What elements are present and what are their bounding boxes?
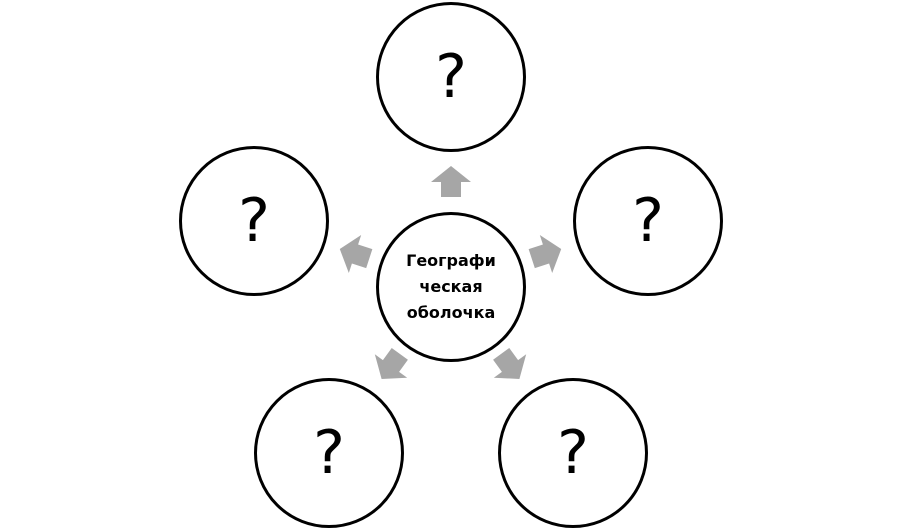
arrow-to-left bbox=[339, 234, 373, 274]
center-label-line: Географи bbox=[406, 251, 496, 270]
center-label-line: ческая bbox=[419, 277, 483, 296]
node-bottom-right: ? bbox=[498, 378, 648, 528]
center-label: Географи ческая оболочка bbox=[406, 248, 496, 326]
arrow-to-bottom-left bbox=[374, 347, 408, 379]
center-label-line: оболочка bbox=[406, 303, 496, 322]
question-mark: ? bbox=[632, 186, 664, 256]
center-node: Географи ческая оболочка bbox=[376, 212, 526, 362]
node-right: ? bbox=[573, 146, 723, 296]
node-bottom-left: ? bbox=[254, 378, 404, 528]
question-mark: ? bbox=[435, 42, 467, 112]
node-left: ? bbox=[179, 146, 329, 296]
node-top: ? bbox=[376, 2, 526, 152]
arrow-to-bottom-right bbox=[493, 347, 527, 379]
arrow-to-right bbox=[528, 234, 562, 274]
arrow-to-top bbox=[431, 166, 471, 197]
question-mark: ? bbox=[238, 186, 270, 256]
question-mark: ? bbox=[313, 418, 345, 488]
question-mark: ? bbox=[557, 418, 589, 488]
